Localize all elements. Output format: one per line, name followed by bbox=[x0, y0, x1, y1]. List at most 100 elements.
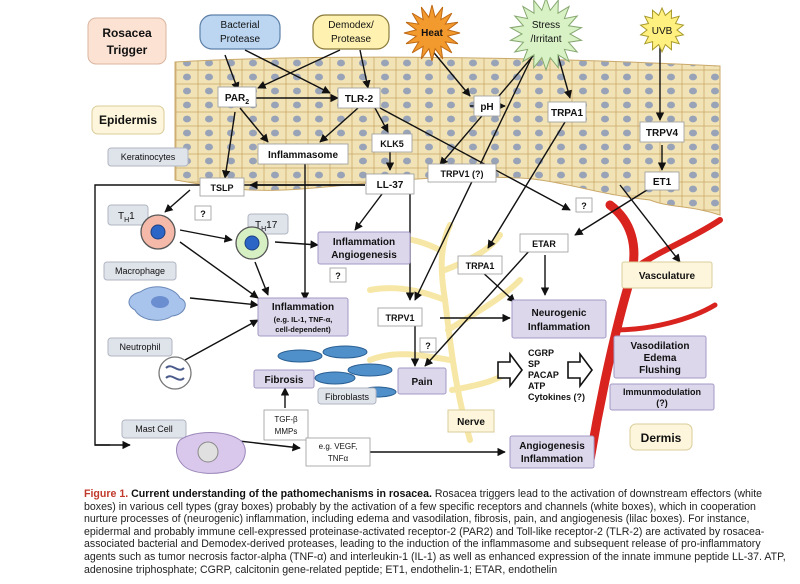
th1-cell: TH1 bbox=[107, 204, 176, 250]
mediator-pacap: PACAP bbox=[528, 370, 559, 380]
svg-text:Demodex/: Demodex/ bbox=[328, 20, 374, 31]
trpv4-channel: TRPV4 bbox=[646, 128, 679, 139]
ph-box: pH bbox=[480, 102, 493, 113]
tgf-beta-label: TGF-β bbox=[274, 415, 298, 424]
hollow-arrows bbox=[497, 351, 593, 389]
question-mark-4: ? bbox=[425, 341, 431, 351]
trpa1-dermal: TRPA1 bbox=[466, 261, 495, 271]
mediator-cgrp: CGRP bbox=[528, 348, 554, 358]
keratinocytes-label: Keratinocytes bbox=[107, 147, 189, 167]
figure-caption: Figure 1. Current understanding of the p… bbox=[84, 488, 792, 576]
inflammation-box: Inflammation (e.g. IL-1, TNF-α, cell-dep… bbox=[257, 297, 349, 337]
svg-text:Angiogenesis: Angiogenesis bbox=[331, 250, 397, 261]
svg-text:Heat: Heat bbox=[421, 28, 443, 39]
dermis-label: Dermis bbox=[629, 423, 693, 451]
svg-text:Inflammation: Inflammation bbox=[528, 322, 590, 333]
svg-text:/Irritant: /Irritant bbox=[530, 34, 561, 45]
demodex-protease: Demodex/ Protease bbox=[312, 14, 390, 50]
epidermis-label: Epidermis bbox=[91, 105, 165, 135]
vegf-label: e.g. VEGF, bbox=[319, 442, 358, 451]
trpv1-dermal: TRPV1 bbox=[385, 313, 414, 323]
fibrosis-box: Fibrosis bbox=[253, 369, 315, 389]
trigger-title-1: Rosacea bbox=[102, 26, 152, 40]
macrophage-cell: Macrophage bbox=[103, 261, 186, 321]
vasculature-label: Vasculature bbox=[621, 261, 713, 289]
et1-box: ET1 bbox=[653, 177, 672, 188]
blood-vessel bbox=[585, 200, 723, 465]
question-mark-2: ? bbox=[581, 201, 587, 211]
svg-text:cell-dependent): cell-dependent) bbox=[275, 325, 331, 334]
svg-text:Vasodilation: Vasodilation bbox=[631, 341, 690, 352]
nerve-label: Nerve bbox=[447, 409, 495, 433]
white-boxes bbox=[194, 86, 685, 467]
svg-text:Inflammation: Inflammation bbox=[272, 302, 334, 313]
svg-text:Nerve: Nerve bbox=[457, 417, 485, 428]
neutrophil-cell: Neutrophil bbox=[107, 337, 192, 390]
mediator-cytokines: Cytokines (?) bbox=[528, 392, 585, 402]
svg-text:(e.g. IL-1, TNF-α,: (e.g. IL-1, TNF-α, bbox=[274, 315, 333, 324]
svg-text:Macrophage: Macrophage bbox=[115, 266, 165, 276]
caption-subtitle: Current understanding of the pathomechan… bbox=[131, 488, 432, 500]
tlr2-receptor: TLR-2 bbox=[345, 94, 374, 105]
pain-box: Pain bbox=[397, 367, 447, 395]
pathway-arrows bbox=[94, 39, 681, 457]
mediator-sp: SP bbox=[528, 359, 540, 369]
svg-text:Flushing: Flushing bbox=[639, 365, 681, 376]
svg-text:Neurogenic: Neurogenic bbox=[531, 308, 586, 319]
immunmodulation-box: Immunmodulation (?) bbox=[609, 383, 715, 411]
vasodilation-box: Vasodilation Edema Flushing bbox=[613, 335, 707, 379]
uvb-trigger: UVB bbox=[639, 6, 685, 54]
svg-text:Angiogenesis: Angiogenesis bbox=[519, 441, 585, 452]
nerve-fibers bbox=[367, 222, 523, 443]
caption-body: Rosacea triggers lead to the activation … bbox=[84, 488, 786, 576]
svg-text:Protease: Protease bbox=[331, 34, 371, 45]
trigger-title-2: Trigger bbox=[107, 43, 148, 57]
svg-text:Keratinocytes: Keratinocytes bbox=[121, 152, 176, 162]
epidermis-layer bbox=[174, 56, 721, 216]
etar-box: ETAR bbox=[532, 239, 556, 249]
tnfa-label: TNFα bbox=[328, 454, 349, 463]
svg-text:Dermis: Dermis bbox=[641, 431, 682, 445]
svg-text:Inflammation: Inflammation bbox=[333, 237, 395, 248]
svg-text:Bacterial: Bacterial bbox=[221, 20, 260, 31]
svg-text:Inflammation: Inflammation bbox=[521, 454, 583, 465]
question-mark-1: ? bbox=[200, 209, 206, 219]
mmps-label: MMPs bbox=[275, 427, 298, 436]
mediator-list: CGRP SP PACAP ATP Cytokines (?) bbox=[528, 348, 585, 402]
svg-text:Protease: Protease bbox=[220, 34, 260, 45]
svg-text:Edema: Edema bbox=[644, 353, 677, 364]
question-mark-3: ? bbox=[335, 271, 341, 281]
stress-irritant-trigger: Stress /Irritant bbox=[508, 0, 584, 72]
mast-cell: Mast Cell bbox=[121, 419, 246, 474]
trpv1-epidermal: TRPV1 (?) bbox=[440, 169, 483, 179]
bacterial-protease: Bacterial Protease bbox=[199, 14, 281, 50]
svg-text:Vasculature: Vasculature bbox=[639, 271, 696, 282]
svg-text:Fibrosis: Fibrosis bbox=[265, 375, 304, 386]
svg-text:Pain: Pain bbox=[411, 377, 432, 388]
ll37-box: LL-37 bbox=[377, 180, 404, 191]
caption-title: Figure 1. bbox=[84, 488, 129, 500]
heat-trigger: Heat bbox=[403, 4, 461, 62]
svg-text:Mast Cell: Mast Cell bbox=[135, 424, 173, 434]
fibroblast-cells: Fibroblasts bbox=[277, 345, 397, 405]
svg-text:Neutrophil: Neutrophil bbox=[119, 342, 160, 352]
svg-text:(?): (?) bbox=[656, 398, 668, 408]
par2-receptor: PAR2 bbox=[225, 93, 249, 106]
svg-text:TH1: TH1 bbox=[118, 211, 135, 224]
tslp-box: TSLP bbox=[210, 183, 233, 193]
rosacea-trigger-label: Rosacea Trigger bbox=[87, 17, 167, 65]
svg-text:Immunmodulation: Immunmodulation bbox=[623, 387, 701, 397]
mediator-atp: ATP bbox=[528, 381, 545, 391]
pathomechanism-diagram: Rosacea Trigger Bacterial Protease Demod… bbox=[87, 0, 723, 474]
svg-text:UVB: UVB bbox=[652, 26, 673, 37]
inflammation-angiogenesis-box: Inflammation Angiogenesis bbox=[317, 231, 411, 265]
trpa1-epidermal: TRPA1 bbox=[551, 108, 583, 119]
angiogenesis-inflammation-box: Angiogenesis Inflammation bbox=[509, 435, 595, 469]
svg-text:Fibroblasts: Fibroblasts bbox=[325, 392, 370, 402]
inflammasome-box: Inflammasome bbox=[268, 150, 338, 161]
svg-text:Stress: Stress bbox=[532, 20, 560, 31]
th17-cell: TH17 bbox=[235, 213, 289, 260]
svg-text:TH17: TH17 bbox=[255, 220, 278, 233]
klk5-box: KLK5 bbox=[380, 139, 404, 149]
